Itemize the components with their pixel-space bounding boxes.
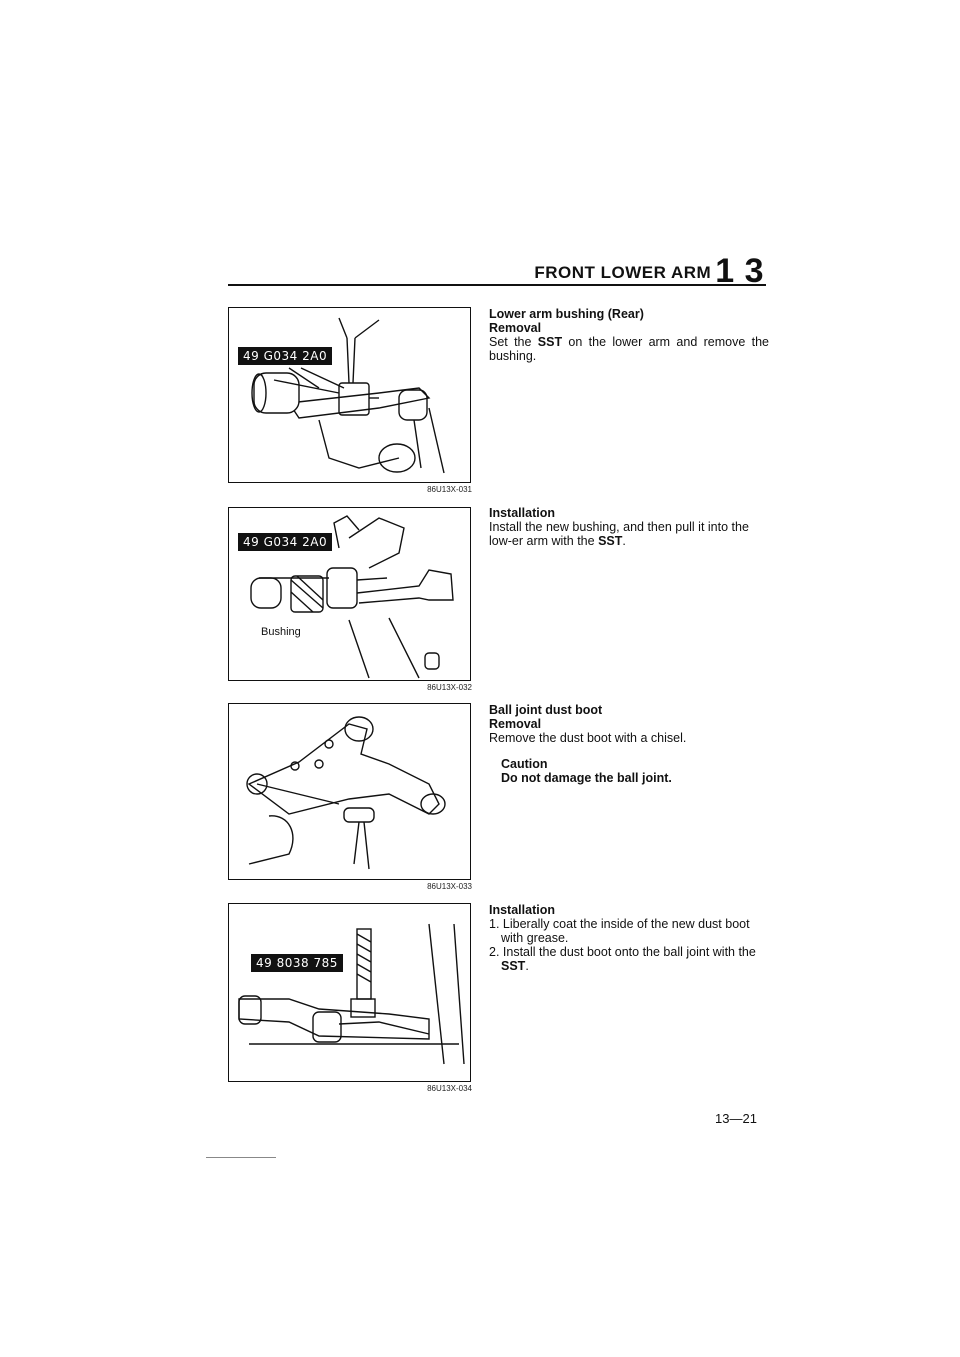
lower-arm-bushing-removal-drawing [251,317,445,474]
section-subtitle: Removal [489,321,542,335]
body-text: 2. Install the dust boot onto the ball j… [489,945,756,959]
header-title: FRONT LOWER ARM [534,263,712,282]
figure-4-illustration: 49 8038 785 86U13X-034 [228,903,472,1093]
caution-title: Caution [501,757,548,771]
sst-reference: SST [501,959,526,973]
section-title: Installation [489,903,555,917]
sst-tag: 49 G034 2A0 [238,533,333,551]
body-text: . [622,534,626,548]
section-number: 1 3 [715,252,764,290]
header-rule [228,284,766,286]
section-body: Remove the dust boot with a chisel. [489,731,687,745]
bushing-callout: Bushing [261,626,301,638]
section-lower-arm-bushing-removal: Lower arm bushing (Rear) Removal Set the… [489,307,769,363]
body-text: Install the new bushing, and then pull i… [489,520,749,548]
dust-boot-removal-drawing [246,716,446,870]
sst-tag: 49 8038 785 [251,954,343,972]
step-1: 1. Liberally coat the inside of the new … [489,917,750,945]
section-bushing-installation: Installation Install the new bushing, an… [489,506,769,548]
section-subtitle: Removal [489,717,542,731]
page-number: 13—21 [715,1111,757,1126]
lower-arm-bushing-installation-drawing [250,515,454,679]
section-dust-boot-removal: Ball joint dust boot Removal Remove the … [489,703,769,785]
figure-2-illustration: 49 G034 2A0 Bushing 86U13X-032 [228,507,472,692]
dust-boot-installation-drawing [238,923,465,1065]
body-text: . [525,959,529,973]
section-dust-boot-installation: Installation 1. Liberally coat the insid… [489,903,769,973]
figure-code: 86U13X-032 [427,683,472,692]
section-title: Ball joint dust boot [489,703,603,717]
figure-1-illustration: 49 G034 2A0 86U13X-031 [228,307,472,494]
caution-note: Caution Do not damage the ball joint. [501,757,769,785]
body-text: on the lower arm and remove the bushing. [489,335,769,363]
section-body: Install the new bushing, and then pull i… [489,520,769,548]
caution-body: Do not damage the ball joint. [501,771,672,785]
figure-code: 86U13X-031 [427,485,472,494]
sst-reference: SST [598,534,623,548]
section-title: Lower arm bushing (Rear) [489,307,644,321]
footer-rule [206,1157,276,1158]
step-2: 2. Install the dust boot onto the ball j… [489,945,769,973]
figure-code: 86U13X-034 [427,1084,472,1093]
body-text: Set the [489,335,538,349]
sst-tag: 49 G034 2A0 [238,347,333,365]
section-body: Set the SST on the lower arm and remove … [489,335,769,363]
sst-reference: SST [537,335,563,349]
section-title: Installation [489,506,555,520]
figure-3-illustration: 86U13X-033 [228,703,472,891]
figure-code: 86U13X-033 [427,882,472,891]
